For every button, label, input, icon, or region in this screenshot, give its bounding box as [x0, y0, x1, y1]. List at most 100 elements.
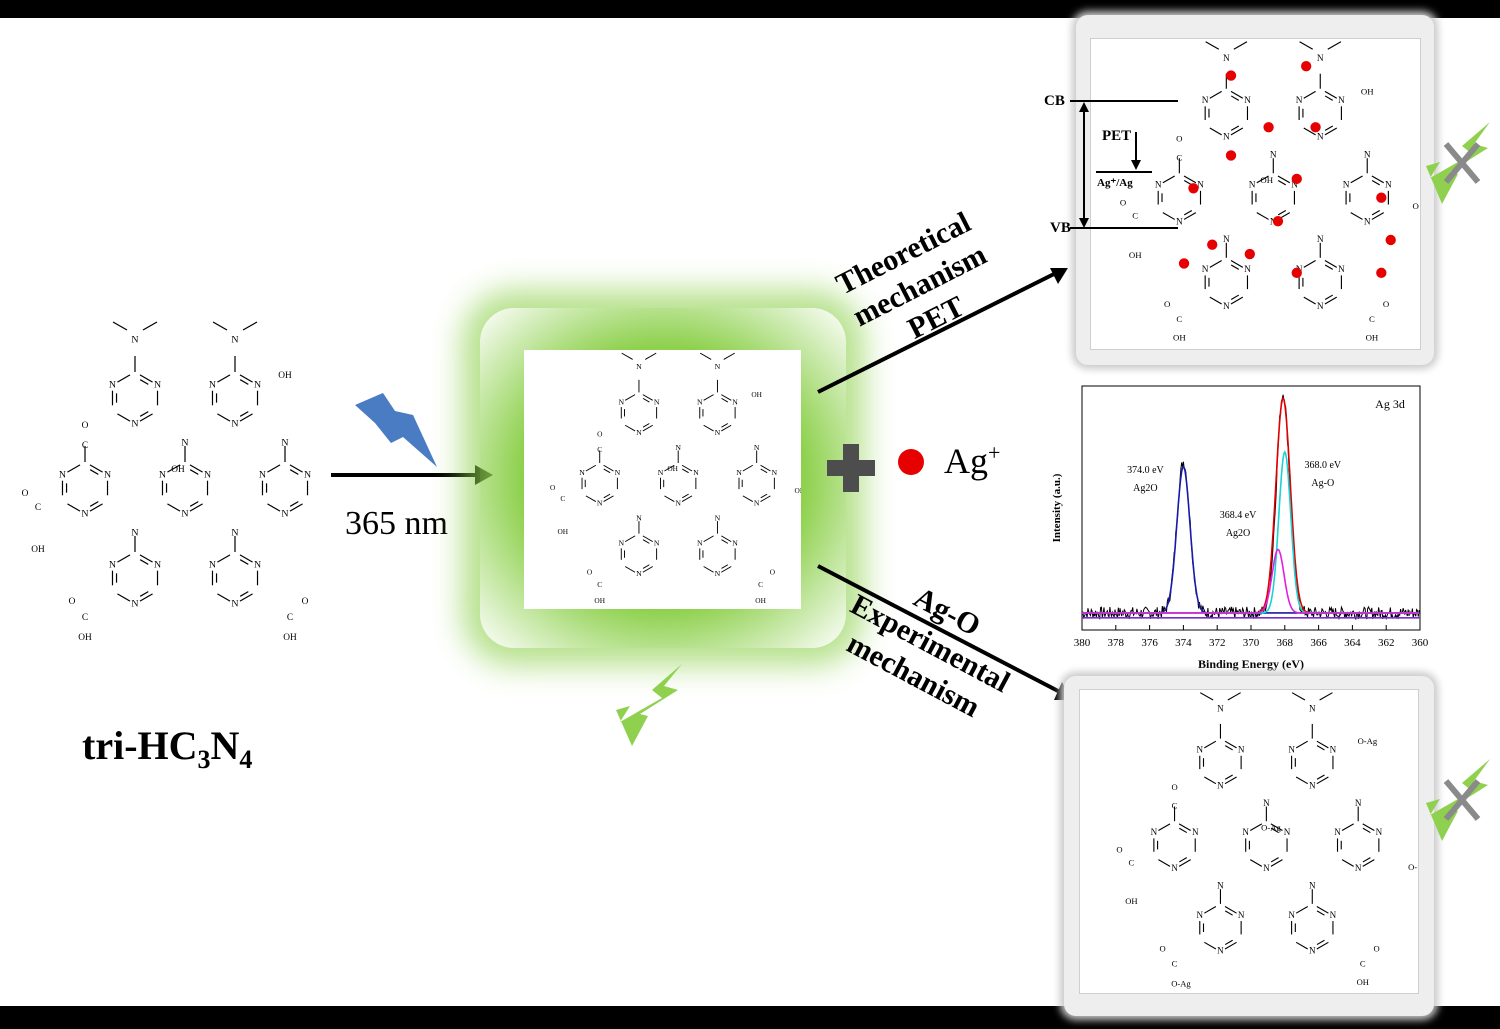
pet-energy-diagram — [1070, 100, 1178, 229]
atom-label: N — [618, 397, 624, 406]
atom-label: N — [109, 379, 116, 390]
atom-label: C — [1360, 958, 1366, 968]
atom-label: O — [1160, 944, 1166, 954]
atom-label: N — [131, 598, 138, 609]
atom-label: N — [754, 499, 760, 508]
silver-ion-dot — [1225, 70, 1237, 81]
atom-label: N — [1244, 96, 1251, 106]
wavelength-label: 365 nm — [345, 505, 448, 542]
atom-label: N — [1334, 827, 1341, 837]
atom-label: N — [1270, 151, 1277, 161]
silver-ion-dot — [1244, 248, 1255, 260]
atom-label: OH — [283, 633, 297, 643]
atom-label: OH — [78, 633, 92, 643]
center-structure-box — [524, 350, 801, 609]
atom-label: O — [1373, 944, 1379, 954]
atom-label: N — [1338, 265, 1345, 275]
silver-ion-dot — [1310, 122, 1321, 133]
atom-label: N — [636, 428, 642, 437]
atom-label: N — [1317, 235, 1324, 245]
atom-label: OH — [31, 545, 45, 555]
atom-label: N — [231, 527, 238, 538]
atom-label: O-Ag — [1408, 862, 1417, 872]
atom-label: O — [587, 568, 592, 577]
atom-label: N — [675, 443, 681, 452]
atom-label: N — [715, 514, 721, 523]
green-lightning-icon — [616, 664, 682, 746]
atom-label: O — [1120, 197, 1126, 207]
silver-ion-dot-icon — [898, 449, 924, 475]
atom-label: N — [104, 469, 111, 480]
atom-label: N — [1217, 946, 1224, 956]
atom-label: OH — [171, 465, 185, 475]
peak-annotation: 368.4 eV — [1220, 510, 1257, 521]
atom-label: N — [1338, 96, 1345, 106]
silver-ion-dot — [1263, 122, 1274, 133]
atom-label: N — [209, 379, 216, 390]
atom-label: N — [1317, 302, 1324, 312]
quenched-bolt-icon — [1426, 759, 1490, 841]
atom-label: C — [758, 580, 763, 589]
atom-label: N — [1284, 827, 1291, 837]
atom-label: N — [654, 539, 660, 548]
atom-label: N — [1309, 780, 1316, 790]
atom-label: N — [1155, 181, 1162, 191]
cb-label: CB — [1044, 93, 1065, 109]
atom-label: N — [1223, 235, 1230, 245]
pet-label: PET — [1102, 128, 1132, 144]
atom-label: O-Ag — [1358, 736, 1378, 746]
atom-label: N — [1249, 181, 1256, 191]
atom-label: N — [772, 468, 778, 477]
atom-label: N — [131, 334, 138, 345]
atom-label: O — [550, 483, 555, 492]
silver-ion-dot — [1178, 258, 1190, 269]
quenched-bolt-icon — [1426, 122, 1490, 204]
atom-label: N — [1309, 703, 1316, 713]
atom-label: N — [231, 334, 238, 345]
atom-label: N — [715, 428, 721, 437]
x-tick-label: 374 — [1175, 637, 1192, 649]
atom-label: N — [131, 527, 138, 538]
atom-label: N — [81, 508, 88, 519]
atom-label: N — [131, 418, 138, 429]
atom-label: N — [1364, 151, 1371, 161]
atom-label: C — [1129, 857, 1135, 867]
pathway-arrows — [817, 268, 1072, 700]
atom-label: O — [770, 568, 775, 577]
vb-label: VB — [1050, 220, 1071, 236]
atom-label: OH — [1125, 896, 1137, 906]
atom-label: N — [1330, 745, 1337, 755]
peak-species: Ag2O — [1133, 483, 1157, 494]
x-tick-label: 364 — [1344, 637, 1361, 649]
atom-label: N — [1223, 302, 1230, 312]
atom-label: N — [615, 468, 621, 477]
atom-label: OH — [795, 486, 801, 495]
atom-label: N — [1202, 96, 1209, 106]
silver-ion-dot — [1376, 267, 1387, 279]
atom-label: N — [154, 379, 161, 390]
x-tick-label: 366 — [1310, 637, 1327, 649]
chart-background — [1040, 378, 1430, 678]
silver-ion-dot — [1291, 173, 1302, 185]
atom-label: N — [1223, 133, 1230, 143]
atom-label: N — [231, 418, 238, 429]
atom-label: N — [1317, 133, 1324, 143]
x-tick-label: 370 — [1243, 637, 1260, 649]
atom-label: N — [1296, 96, 1303, 106]
xps-series-4 — [1082, 548, 1420, 614]
atom-label: O — [1383, 299, 1389, 309]
atom-label: N — [1385, 181, 1392, 191]
x-tick-label: 372 — [1209, 637, 1226, 649]
atom-label: OH — [594, 596, 605, 605]
atom-label: N — [1196, 910, 1203, 920]
atom-label: C — [1172, 800, 1178, 810]
atom-label: OH — [278, 371, 292, 381]
atom-label: N — [1376, 827, 1383, 837]
silver-ion-dot — [1272, 216, 1284, 227]
atom-label: N — [732, 397, 738, 406]
chart-title: Ag 3d — [1375, 397, 1405, 411]
atom-label: N — [1355, 863, 1362, 873]
atom-label: N — [579, 468, 585, 477]
atom-label: N — [1288, 910, 1295, 920]
atom-label: N — [1171, 863, 1178, 873]
